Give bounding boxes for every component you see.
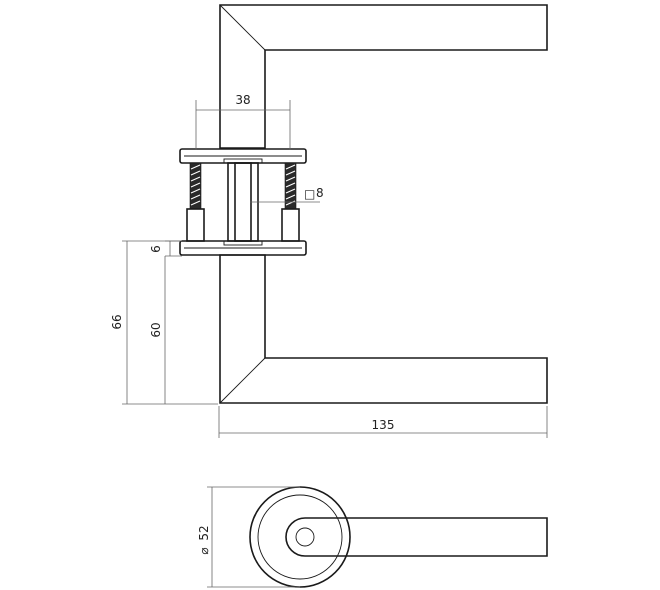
dimension-rose-spacing: 38 bbox=[195, 93, 291, 150]
dimension-spindle-label: 8 bbox=[316, 186, 324, 200]
dimension-rose-diameter-label: 52 bbox=[197, 525, 211, 540]
lever-top-view bbox=[285, 517, 548, 557]
lower-lever bbox=[219, 254, 548, 404]
dimension-rose-diameter: ⌀ 52 bbox=[197, 486, 300, 588]
upper-lever bbox=[219, 4, 548, 149]
dimension-rose-thickness: 6 bbox=[149, 240, 182, 257]
diameter-symbol: ⌀ bbox=[197, 547, 211, 554]
rose-inner-circle bbox=[257, 494, 343, 580]
lever-neck-circle bbox=[295, 527, 315, 547]
dimension-rose-spacing-label: 38 bbox=[235, 93, 250, 107]
spindle-core bbox=[234, 162, 252, 242]
dimension-lever-length: 135 bbox=[218, 406, 548, 438]
square-symbol: □ bbox=[304, 187, 315, 201]
dimension-lever-length-label: 135 bbox=[372, 418, 395, 432]
dimension-spindle: □ 8 bbox=[250, 186, 324, 203]
dimension-overall-height-label: 66 bbox=[110, 314, 124, 329]
top-view bbox=[249, 486, 548, 588]
rose-outer-circle bbox=[249, 486, 351, 588]
dimension-overall-height: 66 bbox=[110, 240, 218, 405]
left-screw-post bbox=[186, 162, 205, 242]
dimension-lever-height: 60 bbox=[149, 256, 166, 404]
dimension-rose-thickness-label: 6 bbox=[149, 245, 163, 253]
dimension-lever-height-label: 60 bbox=[149, 322, 163, 337]
